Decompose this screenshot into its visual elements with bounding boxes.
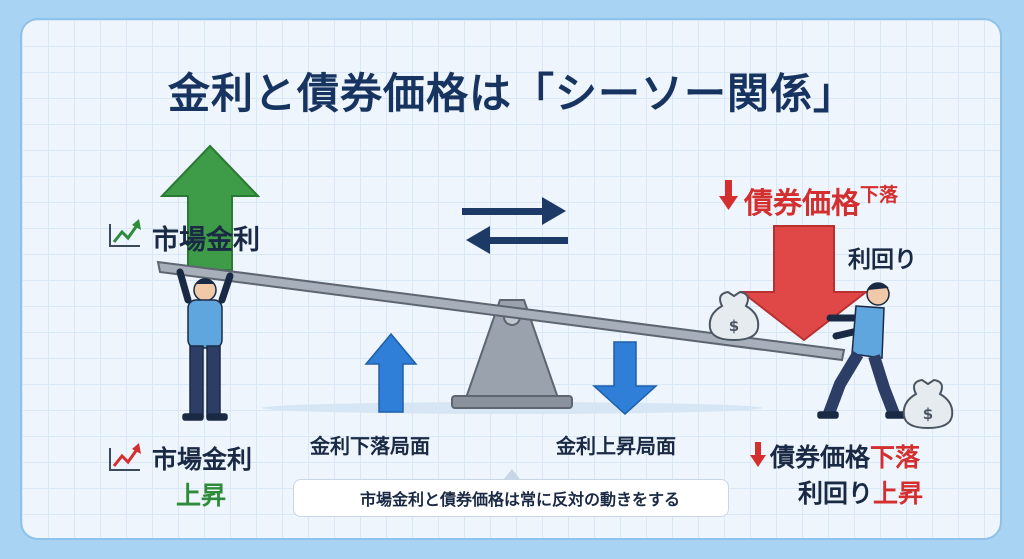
diagram-card <box>22 20 1000 538</box>
right-top-price-label: 債券価格 <box>744 186 861 220</box>
page-title: 金利と債券価格は「シーソー関係」 <box>167 69 856 118</box>
right-top-price-suffix: 下落 <box>860 184 899 206</box>
trend-up-icon <box>109 443 141 471</box>
rate-rising-arrow <box>592 341 658 416</box>
left-top-rate-label: 市場金利 <box>152 225 260 256</box>
person-pushing <box>817 282 907 419</box>
left-bottom-rate-label: 市場金利 <box>152 445 253 474</box>
right-bottom-yield-status: 上昇 <box>873 479 924 508</box>
tip-box: 市場金利と債券価格は常に反対の動きをする <box>293 479 729 517</box>
money-bag-icon: $ <box>708 290 760 342</box>
left-bottom-rate-status: 上昇 <box>176 481 227 510</box>
money-bag-icon: $ <box>902 378 954 430</box>
right-bottom-price-group: 債券価格下落 <box>770 438 920 474</box>
person-lifting <box>176 268 234 421</box>
right-bottom-yield-label: 利回り <box>798 479 874 508</box>
money-bag-symbol: $ <box>923 405 933 423</box>
exchange-arrows-icon <box>462 197 568 254</box>
trend-up-icon <box>109 219 141 247</box>
arrow-down-icon <box>750 442 766 467</box>
arrow-down-icon <box>719 180 738 210</box>
right-top-price-group: 債券価格下落 <box>744 180 898 222</box>
seesaw-plank <box>156 260 846 362</box>
right-top-yield-label: 利回り <box>848 247 917 273</box>
right-bottom-yield-group: 利回り上昇 <box>798 474 923 510</box>
rate-falling-arrow <box>364 332 418 413</box>
money-bag-symbol: $ <box>729 317 739 335</box>
right-bottom-price-suffix: 下落 <box>870 443 921 472</box>
rate-rising-label: 金利上昇局面 <box>556 434 676 458</box>
right-bottom-price-label: 債券価格 <box>770 443 871 472</box>
tip-caret <box>504 469 520 479</box>
tip-text: 市場金利と債券価格は常に反対の動きをする <box>359 490 680 509</box>
rate-falling-label: 金利下落局面 <box>310 434 430 458</box>
